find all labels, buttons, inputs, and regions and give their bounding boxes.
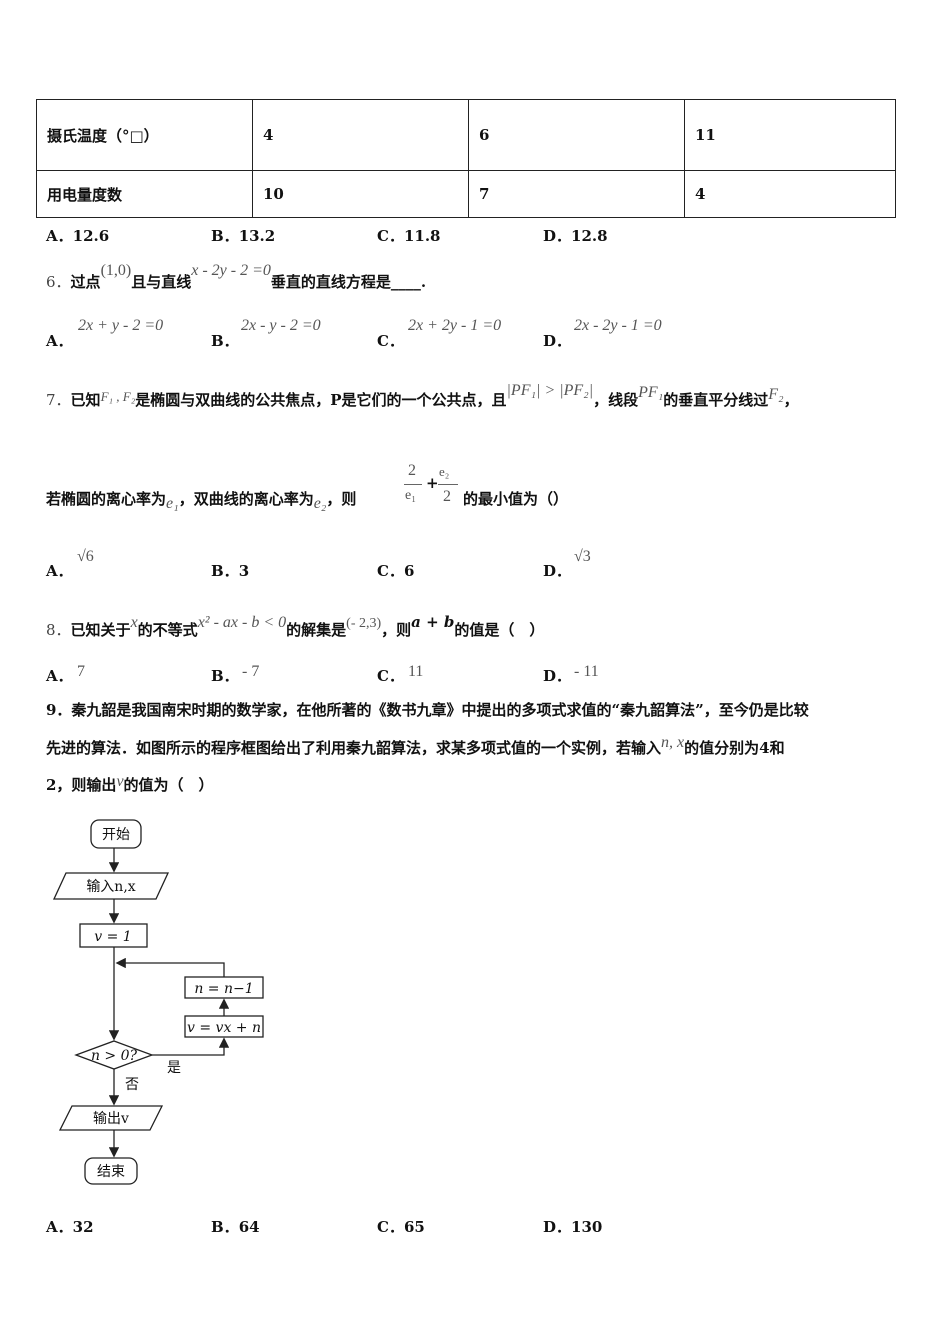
table-row: 用电量度数 10 7 4 (36, 170, 896, 218)
output-parallelogram (58, 1105, 164, 1131)
q7-option-a: A． (46, 562, 73, 580)
q8-option-c-math: 11 (408, 663, 424, 680)
q9-option-a: A．32 (46, 1218, 94, 1236)
q7-stem-line1: 7．已知F₁ , F₂是椭圆与双曲线的公共焦点，P是它们的一个公共点，且|PF₁… (46, 382, 799, 409)
end-label: 结束 (97, 1164, 125, 1180)
q8-option-a: A． (46, 667, 73, 685)
table-cell: 4 (252, 99, 469, 171)
q9-stem-line3: 2，则输出v的值为（ ） (46, 773, 214, 794)
loop-back-arrow (115, 957, 225, 977)
q7-option-b: B．3 (211, 562, 250, 580)
output-label: 输出v (93, 1111, 129, 1127)
q7-option-c: C．6 (377, 562, 415, 580)
decision-label: n > 0? (91, 1048, 138, 1064)
input-parallelogram (52, 872, 170, 900)
q9-option-c: C．65 (377, 1218, 425, 1236)
q6-option-d: D． (543, 332, 572, 350)
q6-option-d-math: 2x - 2y - 1 =0 (574, 317, 662, 334)
q7-option-d: D． (543, 562, 572, 580)
q7-option-d-math: √3 (574, 548, 591, 565)
frac1-denominator: e₁ (405, 488, 417, 503)
q8-option-a-math: 7 (77, 663, 85, 680)
input-label: 输入n,x (86, 879, 135, 895)
frac2-numerator: e₂ (439, 464, 450, 479)
q6-option-b: B． (211, 332, 239, 350)
q9-stem-line1: 9．秦九韶是我国南宋时期的数学家，在他所著的《数书九章》中提出的多项式求值的“秦… (46, 701, 809, 719)
update-n-label: n = n−1 (194, 981, 253, 997)
table-cell: 6 (468, 99, 685, 171)
start-terminal (90, 819, 142, 849)
table-row: 摄氏温度（°□） 4 6 11 (36, 99, 896, 171)
table-cell: 7 (468, 170, 685, 218)
q6-stem: 6．过点(1,0)且与直线x - 2y - 2 =0垂直的直线方程是____. (46, 262, 427, 291)
yes-branch-arrow (152, 1037, 230, 1056)
q9-option-d: D．130 (543, 1218, 603, 1236)
frac1-bar (404, 484, 422, 485)
start-label: 开始 (102, 827, 130, 843)
q8-stem: 8．已知关于x的不等式x² - ax - b < 0的解集是(- 2,3)，则a… (46, 613, 545, 639)
yes-label: 是 (167, 1060, 181, 1076)
q8-option-b-math: - 7 (242, 663, 260, 680)
q6-option-c-math: 2x + 2y - 1 =0 (408, 317, 502, 334)
table-cell: 11 (684, 99, 896, 171)
no-label: 否 (125, 1077, 139, 1093)
qin-jiushao-flowchart: 开始 输入n,x v = 1 n = n−1 v = vx + n n > 0?… (52, 819, 264, 1185)
frac2-bar (438, 484, 458, 485)
table-row-label: 摄氏温度（°□） (36, 99, 253, 171)
q7-option-a-math: √6 (77, 548, 94, 565)
q5-option-d: D．12.8 (543, 227, 608, 245)
end-terminal (84, 1157, 138, 1185)
q9-stem-line2: 先进的算法．如图所示的程序框图给出了利用秦九韶算法，求某多项式值的一个实例，若输… (46, 734, 785, 757)
temperature-electricity-table: 摄氏温度（°□） 4 6 11 用电量度数 10 7 4 (36, 99, 896, 218)
q8-option-d-math: - 11 (574, 663, 599, 680)
q6-option-c: C． (377, 332, 404, 350)
init-label: v = 1 (94, 929, 131, 945)
q8-option-d: D． (543, 667, 572, 685)
table-cell: 10 (252, 170, 469, 218)
frac2-denominator: 2 (443, 488, 451, 505)
frac1-numerator: 2 (408, 462, 416, 479)
q6-option-a-math: 2x + y - 2 =0 (78, 317, 164, 334)
q8-option-c: C． (377, 667, 404, 685)
q7-stem-tail: 的最小值为（） (463, 490, 569, 508)
q8-option-b: B． (211, 667, 239, 685)
update-v-label: v = vx + n (187, 1020, 261, 1036)
q5-option-a: A．12.6 (46, 227, 110, 245)
q5-option-b: B．13.2 (211, 227, 276, 245)
q7-fraction-expression: 2 e₁ + e₂ 2 (402, 458, 472, 514)
plus-sign: + (426, 474, 439, 492)
q9-option-b: B．64 (211, 1218, 260, 1236)
table-cell: 4 (684, 170, 896, 218)
q6-option-a: A． (46, 332, 73, 350)
q5-option-c: C．11.8 (377, 227, 441, 245)
table-row-label: 用电量度数 (36, 170, 253, 218)
q7-stem-line2: 若椭圆的离心率为e₁，双曲线的离心率为e₂，则 (46, 490, 357, 512)
q6-option-b-math: 2x - y - 2 =0 (241, 317, 321, 334)
